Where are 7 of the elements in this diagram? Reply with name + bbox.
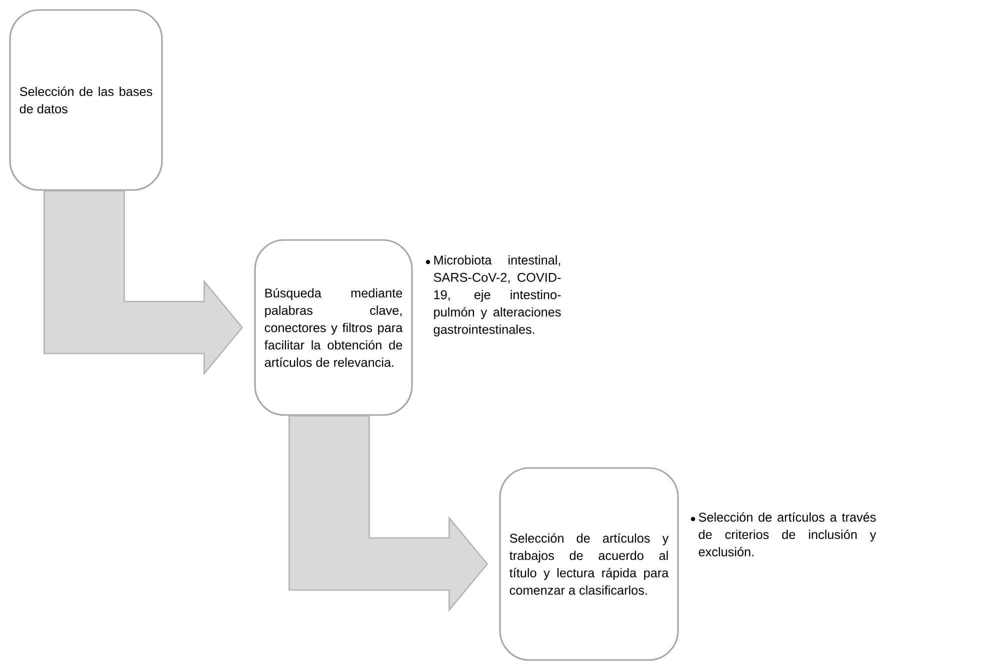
bent-arrow [288,415,488,612]
process-box: Selección de artículos y trabajos de acuerdo al título y lectura rápida para comenzar a clasificarlos. [499,467,679,661]
bent-arrow [44,190,244,376]
process-box: Búsqueda mediante palabras clave, conectores y filtros para facilitar la obtención de artículos de relevancia. [254,239,413,416]
bullet-text: Selección de artículos a través de criterios de inclusión y exclusión. [698,512,876,556]
bullet-text: Microbiota intestinal, SARS-CoV-2, COVID-19, eje intestino-pulmón y alteraciones gastrointestinales. [434,255,561,336]
process-box: Selección de las bases de datos [9,9,163,191]
